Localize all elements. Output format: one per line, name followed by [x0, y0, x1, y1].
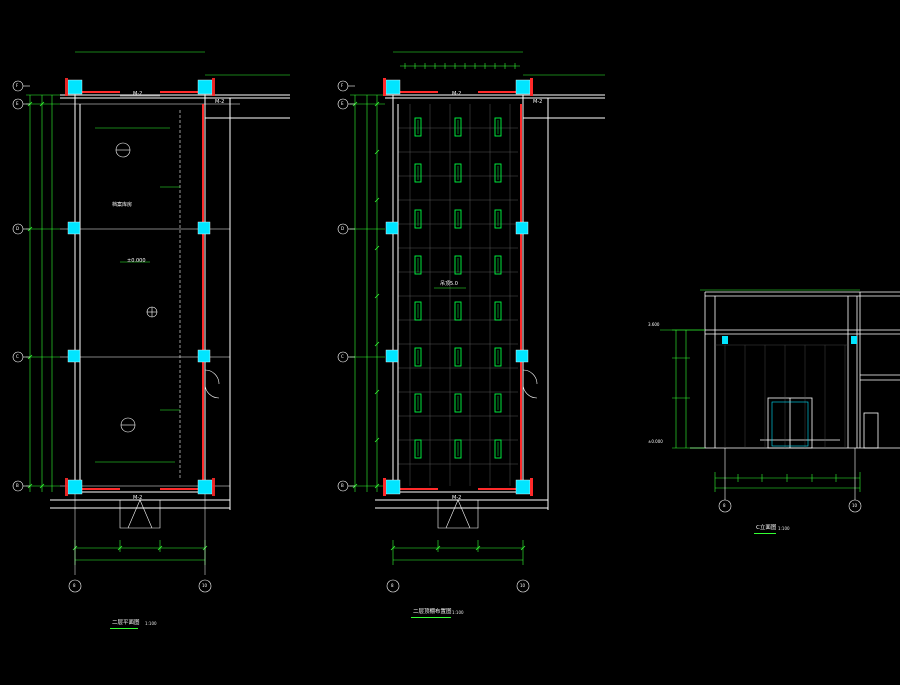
plan1-scale: 1:100	[145, 621, 157, 626]
plan1-tag-bottom: M-2	[133, 495, 143, 501]
light-fixture	[414, 117, 422, 137]
plan1-axis-e: E	[16, 101, 19, 106]
plan1-level: ±0.000	[127, 258, 146, 264]
light-fixture	[494, 301, 502, 321]
plan2-ceiling-label: 吊顶5.0	[440, 281, 458, 287]
plan1-axis-10: 10	[202, 583, 208, 588]
plan1-room-name: 档案库房	[112, 202, 133, 208]
elev-level-bottom: ±0.000	[648, 439, 663, 444]
plan2-axis-8: 8	[391, 583, 394, 588]
plan1-title: 二层平面图	[112, 620, 140, 626]
light-fixture	[414, 209, 422, 229]
elev-title: C立面图	[756, 525, 777, 531]
plan1-axis-b: B	[16, 483, 19, 488]
elev-title-underline	[754, 533, 776, 534]
elev-axis-10: 10	[852, 503, 858, 508]
plan2-axis-d: D	[341, 226, 345, 231]
light-fixture	[454, 255, 462, 275]
elevation-c	[660, 289, 900, 513]
plan2-axis-10: 10	[520, 583, 526, 588]
light-fixture	[454, 301, 462, 321]
light-fixture	[454, 393, 462, 413]
plan2-tag-top: M-2	[452, 91, 462, 97]
light-fixture	[494, 393, 502, 413]
light-fixture	[454, 347, 462, 367]
elev-axis-8: 8	[723, 503, 726, 508]
elev-level-top: 3.600	[648, 322, 660, 327]
plan2-scale: 1:100	[452, 610, 464, 615]
plan1-title-underline	[110, 628, 138, 629]
plan2-tag-bottom: M-2	[452, 495, 462, 501]
plan1-tag-top: M-2	[133, 91, 143, 97]
plan1-axis-d: D	[16, 226, 20, 231]
plan2-axis-f: F	[341, 83, 344, 88]
light-fixture	[414, 301, 422, 321]
plan2-title: 二层顶棚布置图	[413, 609, 452, 615]
light-fixture	[454, 439, 462, 459]
light-fixture	[454, 163, 462, 183]
plan-1	[12, 51, 290, 593]
light-fixture	[414, 439, 422, 459]
light-fixture	[494, 255, 502, 275]
light-fixture	[494, 117, 502, 137]
plan1-axis-f: F	[16, 83, 19, 88]
plan1-axis-c: C	[16, 354, 19, 359]
plan-2	[337, 51, 605, 593]
light-fixture	[414, 393, 422, 413]
elev-scale: 1:100	[778, 526, 790, 531]
light-fixture	[494, 439, 502, 459]
light-fixture	[494, 347, 502, 367]
plan1-tag-side: M-2	[215, 99, 225, 105]
light-fixture	[494, 209, 502, 229]
plan2-axis-b: B	[341, 483, 344, 488]
light-fixture	[414, 163, 422, 183]
light-fixture	[414, 255, 422, 275]
plan2-title-underline	[411, 617, 451, 618]
plan1-axis-8: 8	[73, 583, 76, 588]
light-fixture	[454, 209, 462, 229]
plan2-axis-c: C	[341, 354, 344, 359]
plan2-tag-side: M-2	[533, 99, 543, 105]
light-fixture	[494, 163, 502, 183]
plan2-axis-e: E	[341, 101, 344, 106]
light-fixture	[414, 347, 422, 367]
light-fixture	[454, 117, 462, 137]
